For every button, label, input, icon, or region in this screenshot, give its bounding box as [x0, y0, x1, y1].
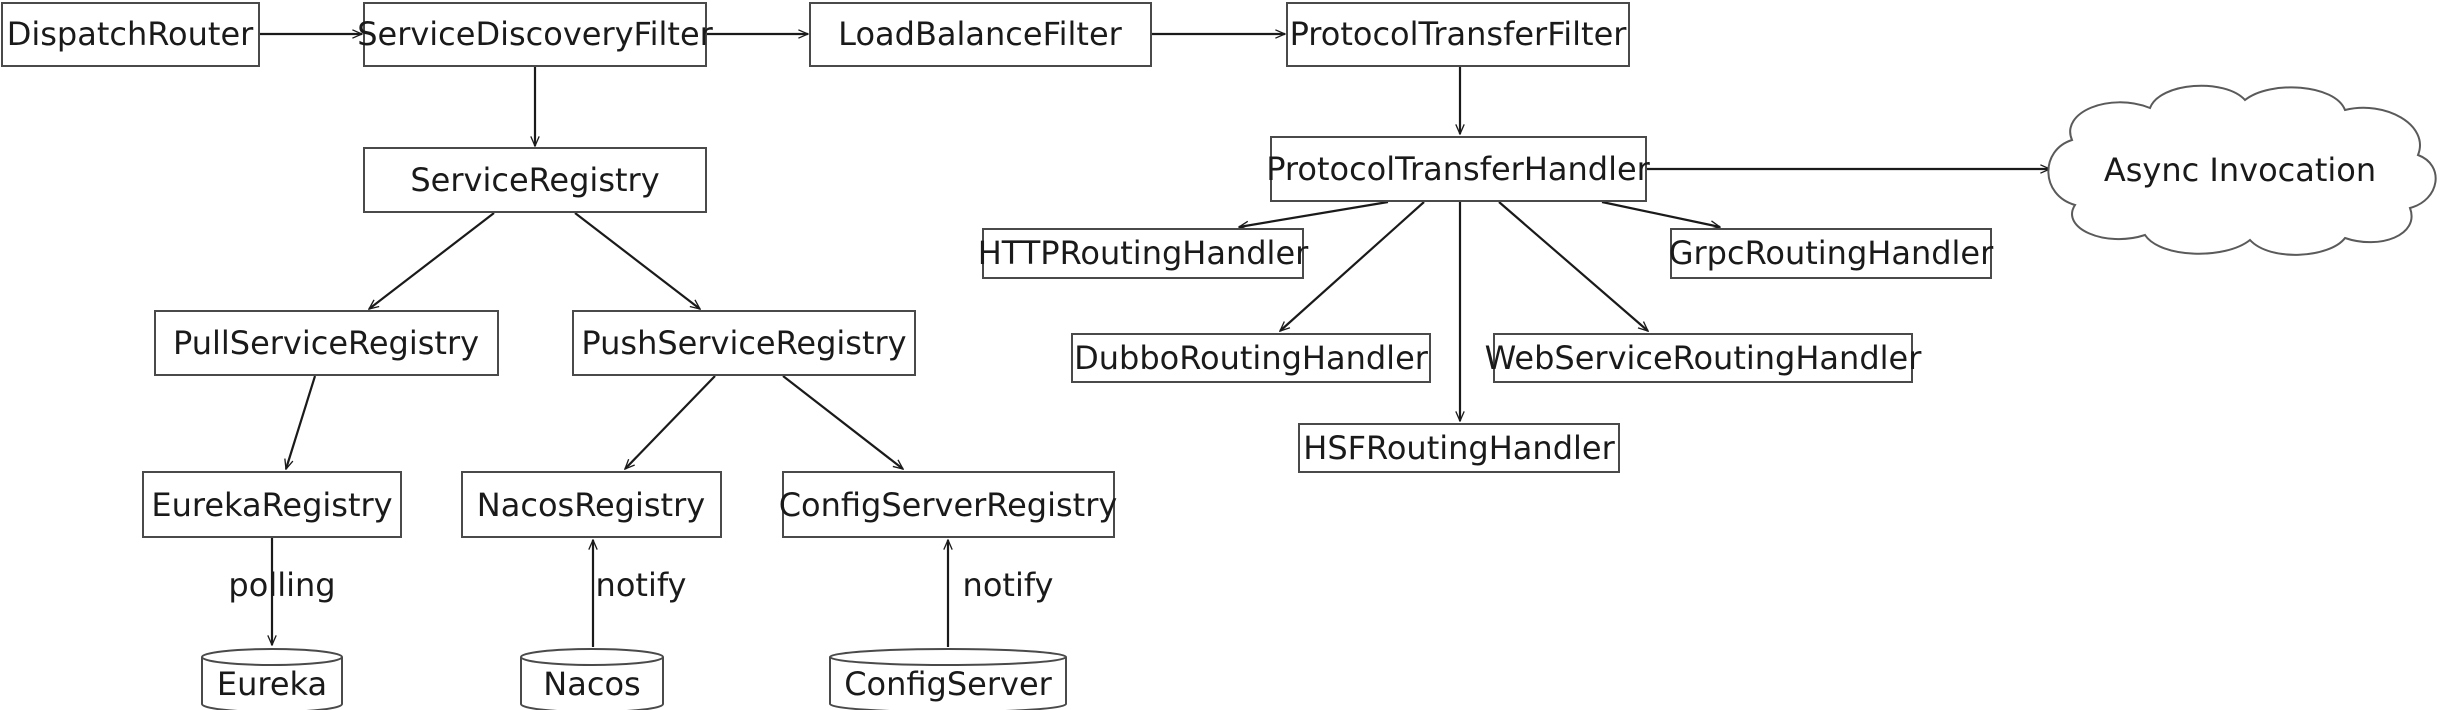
node-service-registry-label: ServiceRegistry — [410, 161, 659, 199]
node-nacos-registry-label: NacosRegistry — [477, 486, 705, 524]
edge-handler-to-dubbo — [1280, 201, 1425, 331]
node-webservice-routing-handler: WebServiceRoutingHandler — [1485, 333, 1923, 383]
node-protocol-transfer-filter-label: ProtocolTransferFilter — [1290, 15, 1628, 53]
edge-pull-to-eureka — [286, 375, 317, 469]
node-webservice-routing-handler-label: WebServiceRoutingHandler — [1485, 339, 1923, 377]
node-nacos-registry: NacosRegistry — [461, 471, 722, 538]
node-protocol-transfer-handler: ProtocolTransferHandler — [1266, 136, 1651, 202]
node-config-server-db-label: ConfigServer — [844, 665, 1052, 703]
node-async-invocation-label: Async Invocation — [2104, 151, 2376, 189]
node-http-routing-handler: HTTPRoutingHandler — [978, 228, 1309, 279]
node-protocol-transfer-filter: ProtocolTransferFilter — [1286, 2, 1630, 67]
node-nacos-db-label: Nacos — [543, 665, 640, 703]
node-pull-service-registry: PullServiceRegistry — [154, 310, 499, 376]
node-push-service-registry-label: PushServiceRegistry — [581, 324, 906, 362]
node-load-balance-filter-label: LoadBalanceFilter — [838, 15, 1122, 53]
node-push-service-registry: PushServiceRegistry — [572, 310, 916, 376]
node-hsf-routing-handler-label: HSFRoutingHandler — [1303, 429, 1615, 467]
node-service-discovery-filter-label: ServiceDiscoveryFilter — [357, 15, 713, 53]
node-config-server-registry-label: ConfigServerRegistry — [779, 486, 1118, 524]
node-config-server-db: ConfigServer — [829, 648, 1067, 710]
node-protocol-transfer-handler-label: ProtocolTransferHandler — [1266, 150, 1650, 188]
node-config-server-registry: ConfigServerRegistry — [779, 471, 1118, 538]
edge-handler-to-webservice — [1498, 201, 1648, 331]
node-dubbo-routing-handler-label: DubboRoutingHandler — [1074, 339, 1429, 377]
edge-label-notify-nacos: notify — [596, 566, 687, 604]
node-dispatch-router-label: DispatchRouter — [7, 15, 254, 53]
node-hsf-routing-handler: HSFRoutingHandler — [1298, 423, 1620, 473]
edge-handler-to-grpc — [1601, 200, 1720, 227]
node-nacos-db: Nacos — [520, 648, 664, 710]
edge-registry-to-push — [574, 212, 700, 309]
edge-push-to-nacos — [625, 375, 716, 469]
node-service-registry: ServiceRegistry — [363, 147, 707, 213]
edge-registry-to-pull — [369, 212, 495, 309]
node-eureka-db: Eureka — [201, 648, 343, 710]
node-http-routing-handler-label: HTTPRoutingHandler — [978, 234, 1309, 272]
node-load-balance-filter: LoadBalanceFilter — [809, 2, 1152, 67]
node-grpc-routing-handler-label: GrpcRoutingHandler — [1669, 234, 1994, 272]
node-eureka-db-label: Eureka — [217, 665, 327, 703]
node-pull-service-registry-label: PullServiceRegistry — [173, 324, 479, 362]
node-grpc-routing-handler: GrpcRoutingHandler — [1669, 228, 1994, 279]
cloud-icon — [2047, 84, 2437, 256]
node-dubbo-routing-handler: DubboRoutingHandler — [1071, 333, 1431, 383]
edge-push-to-configserver — [782, 375, 903, 469]
edge-handler-to-http — [1239, 200, 1389, 227]
node-service-discovery-filter: ServiceDiscoveryFilter — [357, 2, 714, 67]
node-dispatch-router: DispatchRouter — [1, 2, 260, 67]
node-async-invocation: Async Invocation — [2047, 84, 2437, 256]
edges — [260, 34, 2050, 647]
node-eureka-registry-label: EurekaRegistry — [151, 486, 392, 524]
edge-label-polling: polling — [228, 566, 335, 604]
node-eureka-registry: EurekaRegistry — [142, 471, 402, 538]
edge-label-notify-configserver: notify — [963, 566, 1054, 604]
